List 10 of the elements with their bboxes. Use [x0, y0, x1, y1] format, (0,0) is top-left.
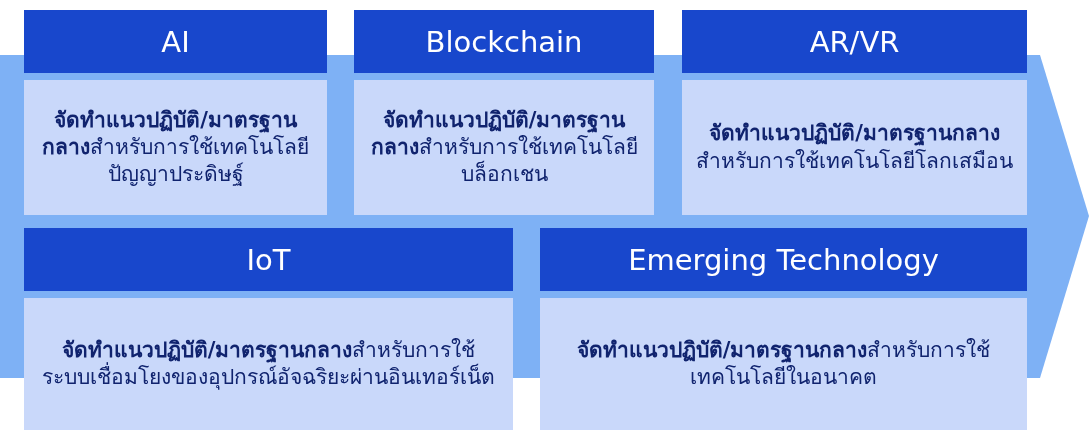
card-header: AI: [24, 10, 327, 73]
card-header: Blockchain: [354, 10, 654, 73]
card-body: จัดทำแนวปฏิบัติ/มาตรฐานกลางสำหรับการใช้เทคโนโลยีบล็อกเชน: [354, 80, 654, 215]
card-body: จัดทำแนวปฏิบัติ/มาตรฐานกลางสำหรับการใช้เทคโนโลยีในอนาคต: [540, 298, 1027, 430]
card-header: Emerging Technology: [540, 228, 1027, 291]
card-header: IoT: [24, 228, 513, 291]
card-body: จัดทำแนวปฏิบัติ/มาตรฐานกลางสำหรับการใช้เทคโนโลยีปัญญาประดิษฐ์: [24, 80, 327, 215]
card-body: จัดทำแนวปฏิบัติ/มาตรฐานกลางสำหรับการใช้ระบบเชื่อมโยงของอุปกรณ์อัจฉริยะผ่านอินเทอร์เน็ต: [24, 298, 513, 430]
card-header: AR/VR: [682, 10, 1027, 73]
card-body: จัดทำแนวปฏิบัติ/มาตรฐานกลางสำหรับการใช้เทคโนโลยีโลกเสมือน: [682, 80, 1027, 215]
